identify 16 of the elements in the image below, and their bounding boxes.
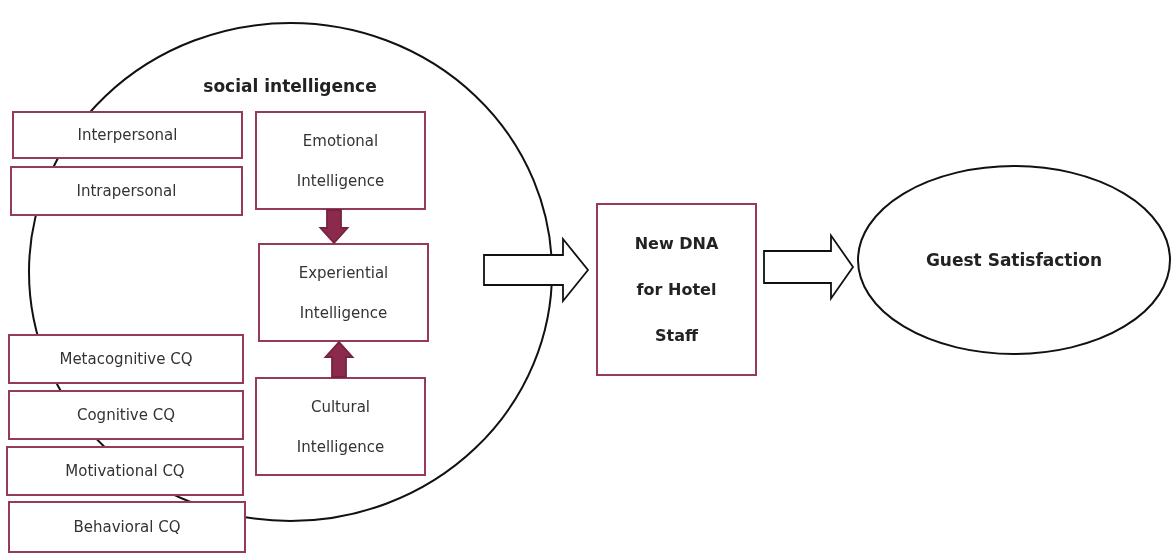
concept-box: Cultural Intelligence xyxy=(255,377,426,476)
concept-box: Motivational CQ xyxy=(6,446,244,496)
concept-box: Experiential Intelligence xyxy=(258,243,429,342)
block-arrow xyxy=(323,340,355,378)
block-arrow xyxy=(483,236,590,304)
block-arrow xyxy=(318,209,350,245)
concept-box: Emotional Intelligence xyxy=(255,111,426,210)
concept-box: New DNA for Hotel Staff xyxy=(596,203,757,376)
concept-box: Interpersonal xyxy=(12,111,243,159)
concept-box: Intrapersonal xyxy=(10,166,243,216)
outcome-label: Guest Satisfaction xyxy=(925,250,1103,270)
concept-box: Cognitive CQ xyxy=(8,390,244,440)
circle-heading: social intelligence xyxy=(203,76,377,96)
concept-box: Metacognitive CQ xyxy=(8,334,244,384)
block-arrow xyxy=(763,232,855,302)
concept-box: Behavioral CQ xyxy=(8,501,246,553)
